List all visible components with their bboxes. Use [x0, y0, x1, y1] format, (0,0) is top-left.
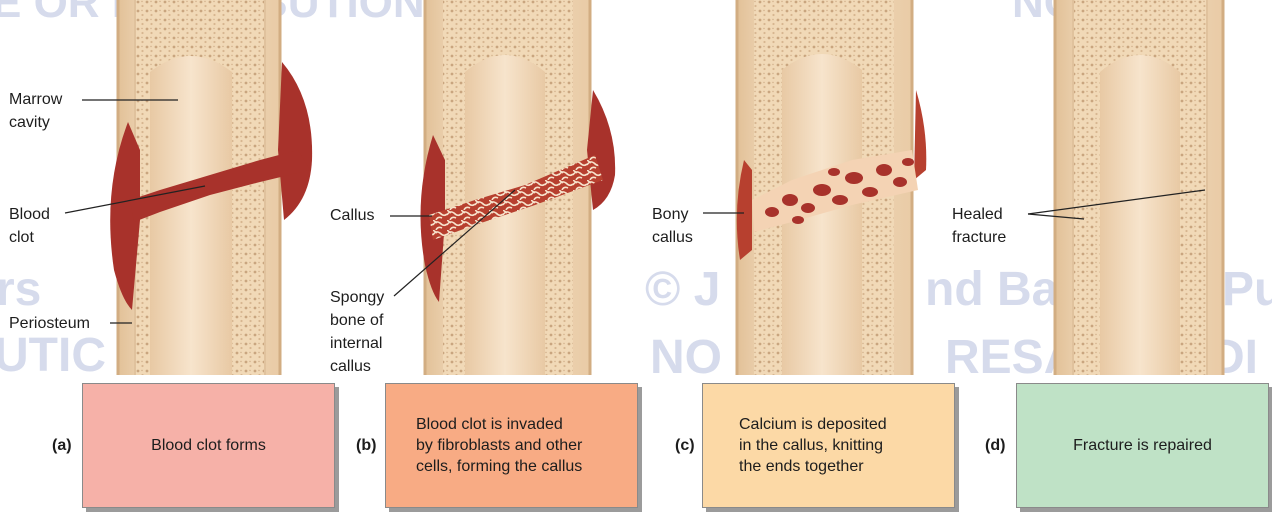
step-d-line1: Fracture is repaired: [1073, 435, 1212, 456]
step-box-c: Calcium is deposited in the callus, knit…: [702, 383, 955, 508]
label-bony-callus-line1: Bony: [652, 206, 688, 223]
label-blood-clot-line1: Blood: [9, 206, 50, 223]
label-spongy-bone-line3: internal: [330, 335, 382, 352]
step-c-line2: in the callus, knitting: [739, 435, 883, 456]
label-spongy-bone: Spongy bone of internal callus: [330, 286, 384, 378]
label-blood-clot: Blood clot: [9, 203, 50, 249]
step-box-d: Fracture is repaired: [1016, 383, 1269, 508]
step-letter-d: (d): [985, 437, 1005, 455]
step-c-line3: the ends together: [739, 456, 864, 477]
label-spongy-bone-line1: Spongy: [330, 289, 384, 306]
label-marrow-cavity-line2: cavity: [9, 114, 50, 131]
label-bony-callus: Bony callus: [652, 203, 693, 249]
label-spongy-bone-line4: callus: [330, 358, 371, 375]
step-box-a: Blood clot forms: [82, 383, 335, 508]
step-a-line1: Blood clot forms: [151, 435, 266, 456]
label-marrow-cavity-line1: Marrow: [9, 91, 62, 108]
label-callus: Callus: [330, 204, 374, 227]
label-blood-clot-line2: clot: [9, 229, 34, 246]
step-c-line1: Calcium is deposited: [739, 414, 887, 435]
step-letter-a: (a): [52, 437, 72, 455]
step-letter-b: (b): [356, 437, 376, 455]
step-box-b: Blood clot is invaded by fibroblasts and…: [385, 383, 638, 508]
label-healed-fracture: Healed fracture: [952, 203, 1006, 249]
label-spongy-bone-line2: bone of: [330, 312, 383, 329]
label-marrow-cavity: Marrow cavity: [9, 88, 62, 134]
label-healed-fracture-line2: fracture: [952, 229, 1006, 246]
label-healed-fracture-line1: Healed: [952, 206, 1003, 223]
step-letter-c: (c): [675, 437, 695, 455]
step-b-line1: Blood clot is invaded: [416, 414, 563, 435]
label-periosteum: Periosteum: [9, 312, 90, 335]
label-bony-callus-line2: callus: [652, 229, 693, 246]
step-b-line3: cells, forming the callus: [416, 456, 582, 477]
step-b-line2: by fibroblasts and other: [416, 435, 582, 456]
